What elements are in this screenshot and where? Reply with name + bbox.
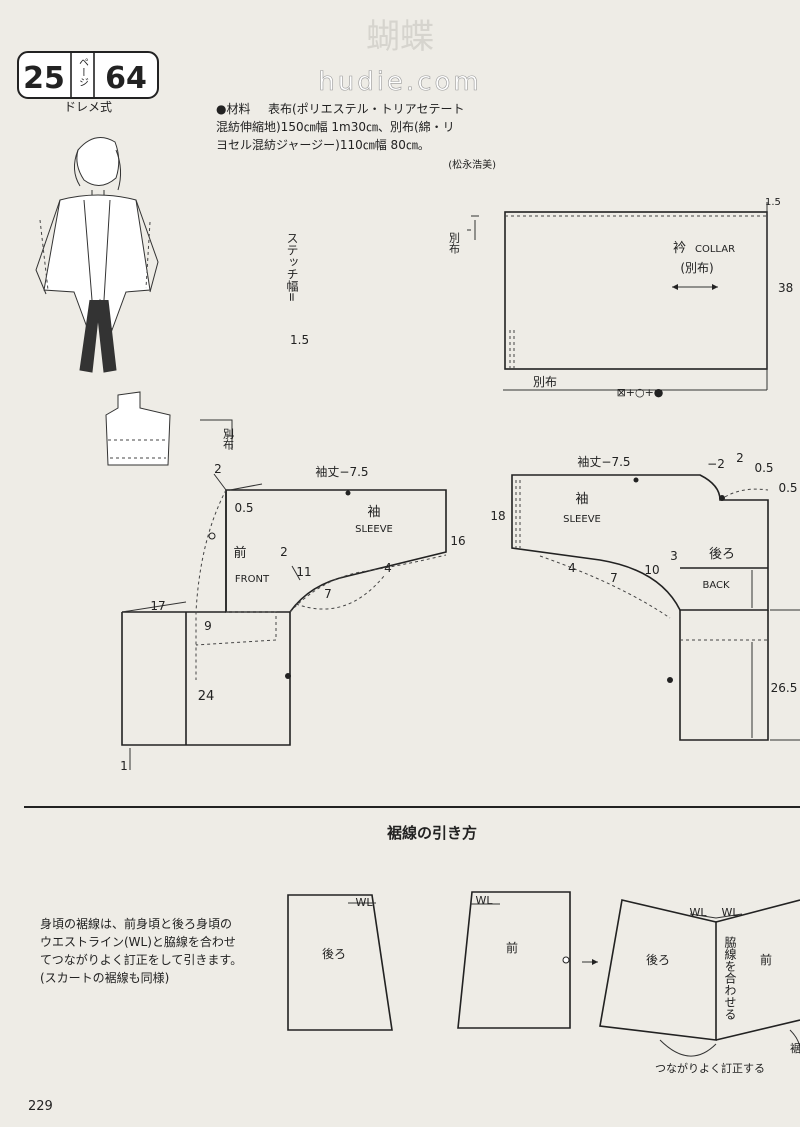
hem-desc-1: 身頃の裾線は、前身頃と後ろ身頃の [40,916,232,931]
back-dim-7: 7 [610,571,618,585]
hem-wl-1: WL [355,896,373,909]
back-dim-05a: 0.5 [754,461,773,475]
front-piece [121,419,447,770]
hem-front-1: 前 [506,940,518,955]
collar-title-en: COLLAR [695,244,735,255]
collar-bottom-label: 別布 [533,375,557,389]
front-dim-11: 11 [296,565,311,579]
back-body-en: BACK [702,580,730,591]
hem-align-note: 脇線を合わせる [723,936,737,1020]
collar-piece [467,202,768,391]
hem-desc-2: ウエストライン(WL)と脇線を合わせ [40,934,236,949]
back-sleeve-en: SLEEVE [563,514,601,525]
designer: (松永浩美) [448,158,496,171]
page-ref: 25 [23,61,65,96]
back-dim-10: 10 [644,563,659,577]
hem-desc-3: てつながりよく訂正をして引きます。 [40,952,242,967]
back-sleeve-jp: 袖 [575,492,588,507]
front-dim-2a: 2 [214,462,222,476]
hem-wl-2: WL [475,894,493,907]
watermark: hudie.com [318,67,481,97]
collar-title-jp: 衿 [673,241,686,256]
back-dim-m2: −2 [707,457,725,471]
page-ref-badge: 25 ページ 64 [17,51,159,99]
front-dim-7: 7 [324,587,332,601]
front-dim-1: 1 [120,759,128,773]
front-dim-4: 4 [384,561,392,575]
back-view-illustration [105,391,171,466]
back-dim-265: 26.5 [771,681,798,695]
hem-back-1: 後ろ [322,947,346,961]
model-illustration [35,137,159,373]
hem-wl-4: WL [721,906,739,919]
back-dim-3: 3 [670,549,678,563]
hem-diagram [287,891,800,1057]
collar-corner: 1.5 [765,197,781,208]
front-body-jp: 前 [233,545,246,561]
pattern-type: ドレメ式 [64,100,112,114]
front-dim-16: 16 [450,534,465,548]
back-dim-2: 2 [736,451,744,465]
front-sleeve-formula: 袖丈−7.5 [315,464,368,479]
materials-line2: 混紡伸縮地)150㎝幅 1m30㎝、別布(綿・リ [216,119,455,134]
front-body-en: FRONT [235,574,270,585]
hem-wl-3: WL [689,906,707,919]
hem-back-2: 後ろ [646,953,670,967]
back-dim-4: 4 [568,561,576,575]
front-fabric-label: 別布 [222,428,235,451]
collar-height: 38 [778,281,793,295]
stitch-label: ステッチ幅= [285,232,299,302]
pattern-number: 64 [105,61,147,96]
front-dim-17: 17 [150,599,165,613]
hem-correct-note: つながりよく訂正する [655,1061,765,1075]
back-sleeve-formula: 袖丈−7.5 [577,454,630,469]
back-dim-05b: 0.5 [778,481,797,495]
hem-desc-4: (スカートの裾線も同様) [40,970,169,985]
collar-side-label: 別布 [448,232,461,255]
back-body-jp: 後ろ [709,547,735,562]
hem-cut-label: 裾 [790,1041,800,1055]
materials-line1: 表布(ポリエステル・トリアセテート [268,102,464,116]
collar-width-formula: ⊠+○+● [617,386,664,399]
front-dim-24: 24 [198,689,215,704]
watermark-cn: 蝴蝶 [366,17,434,57]
hem-title: 裾線の引き方 [387,824,477,842]
page-number: 229 [28,1099,53,1114]
front-sleeve-jp: 袖 [367,505,380,520]
back-dim-18: 18 [490,509,505,523]
hem-front-2: 前 [760,952,772,967]
front-dim-2b: 2 [280,545,288,559]
page-unit: ページ [77,57,89,87]
collar-fabric: (別布) [680,261,713,275]
front-dim-9: 9 [204,619,212,633]
materials-label: ●材料 [216,102,250,116]
back-piece [511,474,800,741]
front-dim-05: 0.5 [234,501,253,515]
materials-line3: ヨセル混紡ジャージー)110㎝幅 80㎝。 [216,137,430,152]
stitch-value: 1.5 [290,333,309,347]
front-sleeve-en: SLEEVE [355,524,393,535]
